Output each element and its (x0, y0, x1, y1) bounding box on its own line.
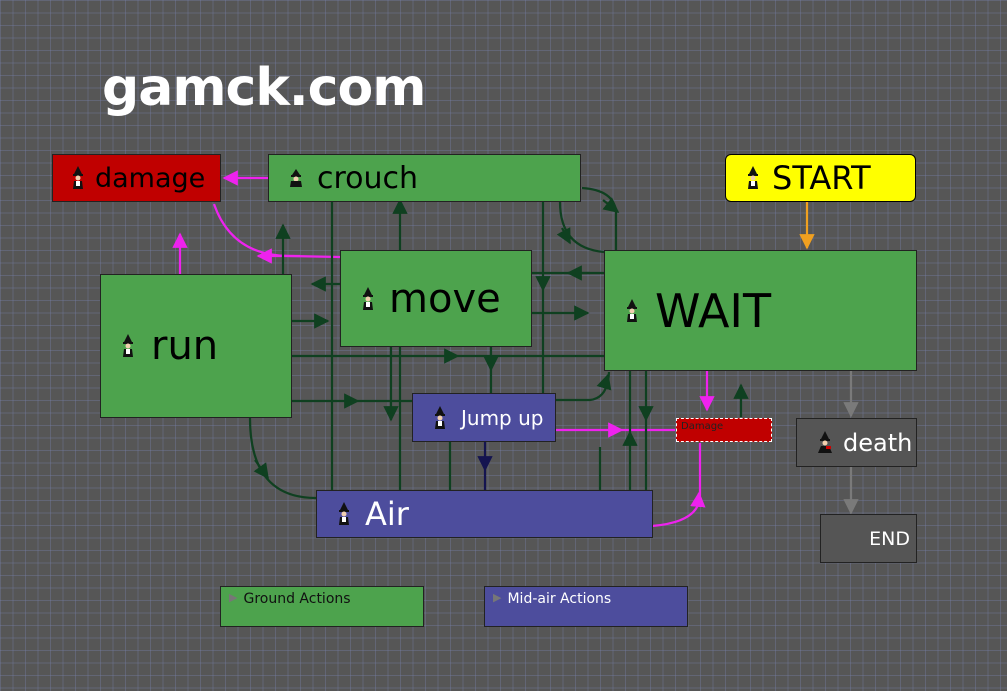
state-start[interactable]: START (725, 154, 916, 202)
play-icon: ▶ (493, 591, 502, 604)
character-sprite-icon (289, 169, 303, 187)
state-wait[interactable]: WAIT (604, 250, 917, 371)
state-run-label: run (151, 323, 219, 369)
legend-ground-label: Ground Actions (243, 591, 351, 607)
edge-jump-wait (556, 371, 611, 402)
state-jump-up-label: Jump up (461, 405, 544, 430)
state-death[interactable]: death (796, 418, 917, 467)
edge-air-damage-head (690, 491, 706, 508)
character-sprite-icon (71, 166, 85, 190)
character-sprite-icon (361, 286, 375, 311)
state-crouch[interactable]: crouch (268, 154, 581, 202)
state-end[interactable]: END (820, 514, 917, 563)
play-icon: ▶ (229, 591, 238, 604)
edge-air-damage (651, 443, 702, 528)
legend-ground-actions: ▶ Ground Actions (220, 586, 424, 627)
state-damage-label: damage (95, 162, 206, 194)
edge-jump-wait-head (596, 373, 612, 391)
state-air-label: Air (365, 495, 409, 533)
character-sprite-icon (433, 405, 447, 430)
character-sprite-icon (817, 430, 832, 455)
state-crouch-label: crouch (317, 160, 419, 196)
character-sprite-icon (746, 166, 760, 190)
state-death-label: death (843, 428, 913, 457)
watermark: gamck.com (102, 58, 426, 118)
edge-run-air (248, 417, 317, 500)
edge-wait-crouch-head (602, 197, 620, 213)
edge-wait-crouch (581, 186, 618, 250)
state-run[interactable]: run (100, 274, 292, 418)
character-sprite-icon (337, 502, 351, 526)
state-damage-small-label: Damage (681, 421, 724, 432)
state-end-label: END (869, 527, 910, 550)
legend-midair-label: Mid-air Actions (507, 591, 612, 607)
state-air[interactable]: Air (316, 490, 653, 538)
character-sprite-icon (625, 298, 639, 323)
state-move[interactable]: move (340, 250, 532, 347)
state-damage-small[interactable]: Damage (676, 418, 772, 442)
edge-move-damage (212, 203, 341, 259)
legend-midair-actions: ▶ Mid-air Actions (484, 586, 688, 627)
state-jump-up[interactable]: Jump up (412, 393, 556, 442)
state-damage[interactable]: damage (52, 154, 221, 202)
edge-run-air-head (253, 459, 269, 480)
state-wait-label: WAIT (655, 283, 772, 338)
edge-crouch-wait-1 (558, 201, 605, 254)
character-sprite-icon (121, 334, 135, 358)
state-start-label: START (772, 159, 871, 197)
state-move-label: move (389, 275, 501, 322)
edge-crouch-wait-1-head (556, 227, 571, 245)
